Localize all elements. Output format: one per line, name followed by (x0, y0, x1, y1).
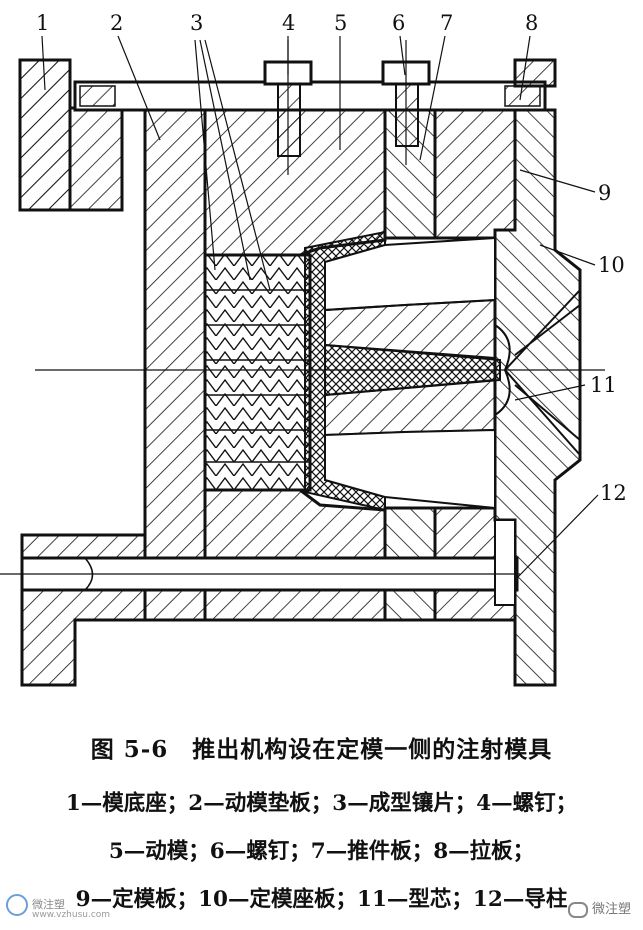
watermark-right-text: 微注塑 (591, 902, 631, 917)
label-1: 1 (36, 11, 49, 35)
part-11-core (324, 236, 581, 510)
watermark-left-text: 微注塑 (32, 898, 65, 911)
part-6-screw (381, 40, 431, 165)
leader-lines (41, 35, 599, 581)
label-8: 8 (525, 11, 538, 35)
label-7: 7 (440, 11, 453, 35)
label-3: 3 (190, 11, 203, 35)
part-2-backing-plate (143, 108, 207, 622)
watermark-right: 微注塑 (567, 898, 631, 918)
mold-cross-section-diagram: 1 2 3 4 5 6 7 8 9 10 11 12 (0, 11, 627, 687)
part-8-pull-plate (73, 58, 557, 112)
label-4: 4 (282, 11, 295, 35)
part-12-guide-pillar (0, 519, 520, 606)
label-2: 2 (110, 11, 123, 35)
watermark-logo-icon (6, 894, 28, 916)
figure-caption-title: 图 5-6 推出机构设在定模一侧的注射模具 (90, 736, 553, 763)
label-12: 12 (600, 481, 627, 505)
legend-line-3: 9—定模板；10—定模座板；11—型芯；12—导柱 (75, 887, 568, 912)
wechat-icon (567, 901, 588, 918)
watermark-left-url: www.vzhusu.com (32, 910, 111, 920)
label-10: 10 (598, 253, 625, 277)
watermark-left: 微注塑 (6, 894, 65, 916)
label-11: 11 (590, 373, 617, 397)
label-6: 6 (392, 11, 405, 35)
legend-line-2: 5—动模；6—螺钉；7—推件板；8—拉板； (108, 839, 535, 864)
part-number-labels: 1 2 3 4 5 6 7 8 9 10 11 12 (36, 11, 627, 505)
label-9: 9 (598, 181, 611, 205)
label-5: 5 (334, 11, 347, 35)
legend-line-1: 1—模底座；2—动模垫板；3—成型镶片；4—螺钉； (65, 791, 578, 816)
part-3-forming-inserts (203, 253, 312, 492)
